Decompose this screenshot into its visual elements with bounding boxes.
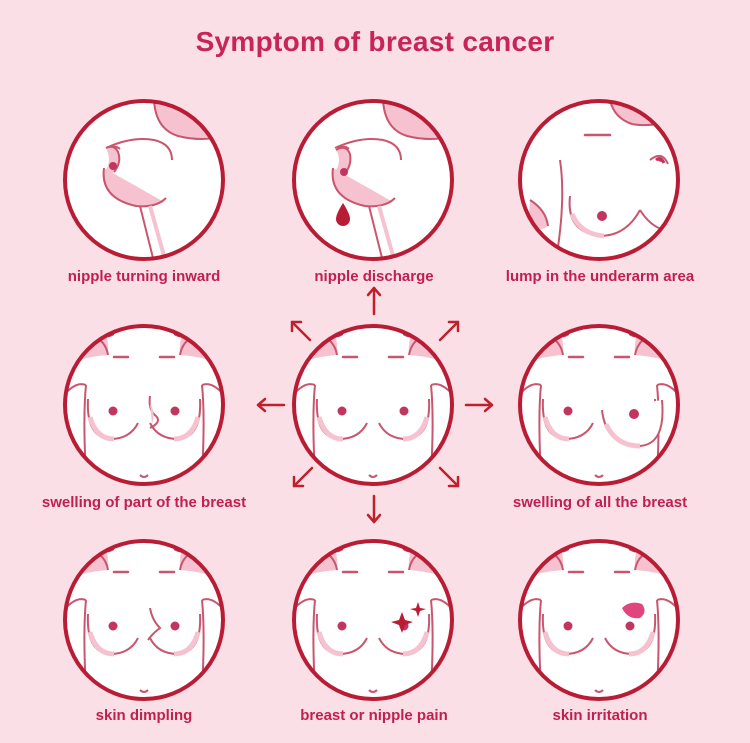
illustration-skin-irritation <box>499 520 699 720</box>
ring-skin-dimpling <box>63 539 225 701</box>
discharge-drop-icon <box>336 203 350 226</box>
ring-skin-irritation <box>518 539 680 701</box>
irritation-patch-icon <box>622 602 645 619</box>
ring-swelling-of-all-the-breast <box>518 324 680 486</box>
arrow-down-right <box>438 466 460 488</box>
pain-star-small-icon <box>410 602 426 617</box>
ring-lump-in-the-underarm-area <box>518 99 680 261</box>
label-lump-in-the-underarm-area: lump in the underarm area <box>505 268 695 285</box>
label-nipple-turning-inward: nipple turning inward <box>67 268 221 285</box>
arrow-up <box>366 286 382 316</box>
arrow-up-left <box>290 320 312 342</box>
illustration-swelling-of-all-the-breast <box>499 305 699 505</box>
label-breast-or-nipple-pain: breast or nipple pain <box>300 707 448 724</box>
arrow-right <box>464 397 494 413</box>
ring-nipple-discharge <box>292 99 454 261</box>
arrow-up-right <box>438 320 460 342</box>
arrow-left <box>256 397 286 413</box>
ring-breast-or-nipple-pain <box>292 539 454 701</box>
page-title: Symptom of breast cancer <box>195 26 555 57</box>
label-swelling-of-part-of-the-breast: swelling of part of the breast <box>41 494 247 511</box>
ring-center-reference <box>292 324 454 486</box>
label-nipple-discharge: nipple discharge <box>314 268 434 285</box>
illustration-skin-dimpling <box>44 520 244 720</box>
illustration-swelling-of-part-of-the-breast <box>44 305 244 505</box>
arrows <box>256 286 494 524</box>
illustration-center-reference <box>273 305 473 505</box>
illustration-nipple-discharge <box>294 101 452 259</box>
illustration-nipple-turning-inward <box>65 101 223 259</box>
label-skin-dimpling: skin dimpling <box>95 707 193 724</box>
pain-star-icon <box>391 612 413 633</box>
arrow-down-left <box>292 466 314 488</box>
arrow-down <box>366 494 382 524</box>
label-swelling-of-all-the-breast: swelling of all the breast <box>512 494 688 511</box>
ring-swelling-of-part-of-the-breast <box>63 324 225 486</box>
ring-nipple-turning-inward <box>63 99 225 261</box>
illustration-breast-or-nipple-pain <box>273 520 473 720</box>
label-skin-irritation: skin irritation <box>552 707 648 724</box>
